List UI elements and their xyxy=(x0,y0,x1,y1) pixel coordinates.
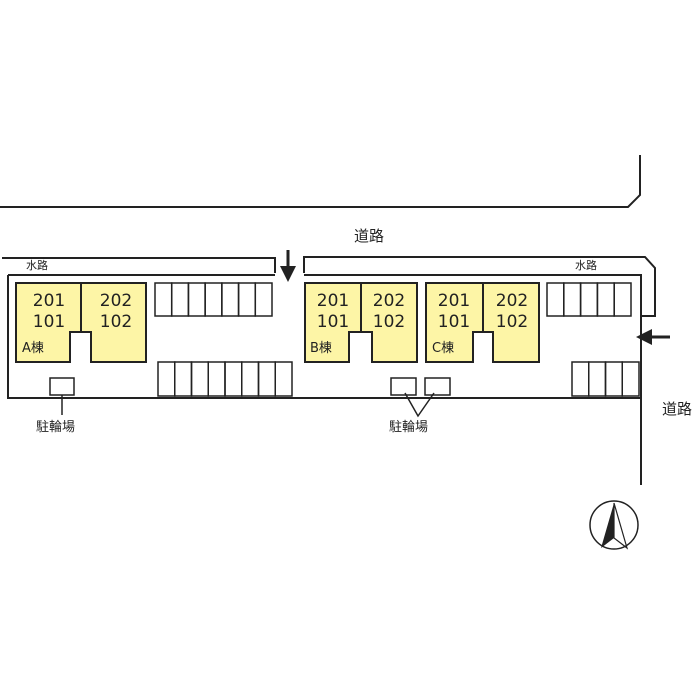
waterway-label-right: 水路 xyxy=(575,259,597,272)
road-label-right: 道路 xyxy=(662,400,693,418)
parking-space xyxy=(187,282,206,317)
parking-space xyxy=(563,282,582,317)
parking-space xyxy=(221,282,240,317)
unit-102: 102 xyxy=(372,312,406,332)
parking-space xyxy=(237,282,257,317)
parking-space xyxy=(254,282,273,317)
waterway-right xyxy=(303,256,656,317)
parking-space xyxy=(204,282,223,317)
parking-space xyxy=(170,282,190,317)
bicycle-parking xyxy=(49,377,451,418)
parking-space xyxy=(241,361,260,397)
building-name: C棟 xyxy=(432,341,455,356)
unit-202: 202 xyxy=(372,291,406,311)
parking-spaces xyxy=(154,282,640,397)
unit-101: 101 xyxy=(32,312,66,332)
north-compass-icon xyxy=(589,500,639,550)
parking-space xyxy=(596,282,615,317)
building-a xyxy=(15,282,147,363)
unit-102: 102 xyxy=(495,312,529,332)
parking-space xyxy=(604,361,623,397)
parking-space xyxy=(190,361,209,397)
bicycle-parking-label-center: 駐輪場 xyxy=(389,420,429,435)
parking-space xyxy=(621,361,640,397)
parking-space xyxy=(579,282,599,317)
unit-102: 102 xyxy=(99,312,133,332)
parking-space xyxy=(546,282,565,317)
building-c xyxy=(425,282,540,363)
building-name: A棟 xyxy=(22,341,44,356)
unit-101: 101 xyxy=(316,312,350,332)
road-label-top: 道路 xyxy=(354,227,385,245)
parking-space xyxy=(207,361,226,397)
unit-201: 201 xyxy=(32,291,66,311)
waterway-left xyxy=(2,257,276,273)
road-edge-top xyxy=(0,155,641,208)
unit-202: 202 xyxy=(99,291,133,311)
parking-space xyxy=(224,361,243,397)
parking-space xyxy=(174,361,193,397)
entrance-arrow-top xyxy=(280,250,296,282)
parking-space xyxy=(571,361,590,397)
parking-space xyxy=(274,361,293,397)
parking-space xyxy=(588,361,607,397)
parking-space xyxy=(257,361,276,397)
unit-101: 101 xyxy=(437,312,471,332)
building-b xyxy=(304,282,418,363)
unit-201: 201 xyxy=(316,291,350,311)
building-name: B棟 xyxy=(310,341,332,356)
parking-space xyxy=(157,361,176,397)
bicycle-parking-label-left: 駐輪場 xyxy=(36,420,76,435)
unit-201: 201 xyxy=(437,291,471,311)
parking-space xyxy=(613,282,632,317)
entrance-arrow-right xyxy=(636,329,670,345)
unit-202: 202 xyxy=(495,291,529,311)
waterway-label-left: 水路 xyxy=(26,259,48,272)
parking-space xyxy=(154,282,173,317)
